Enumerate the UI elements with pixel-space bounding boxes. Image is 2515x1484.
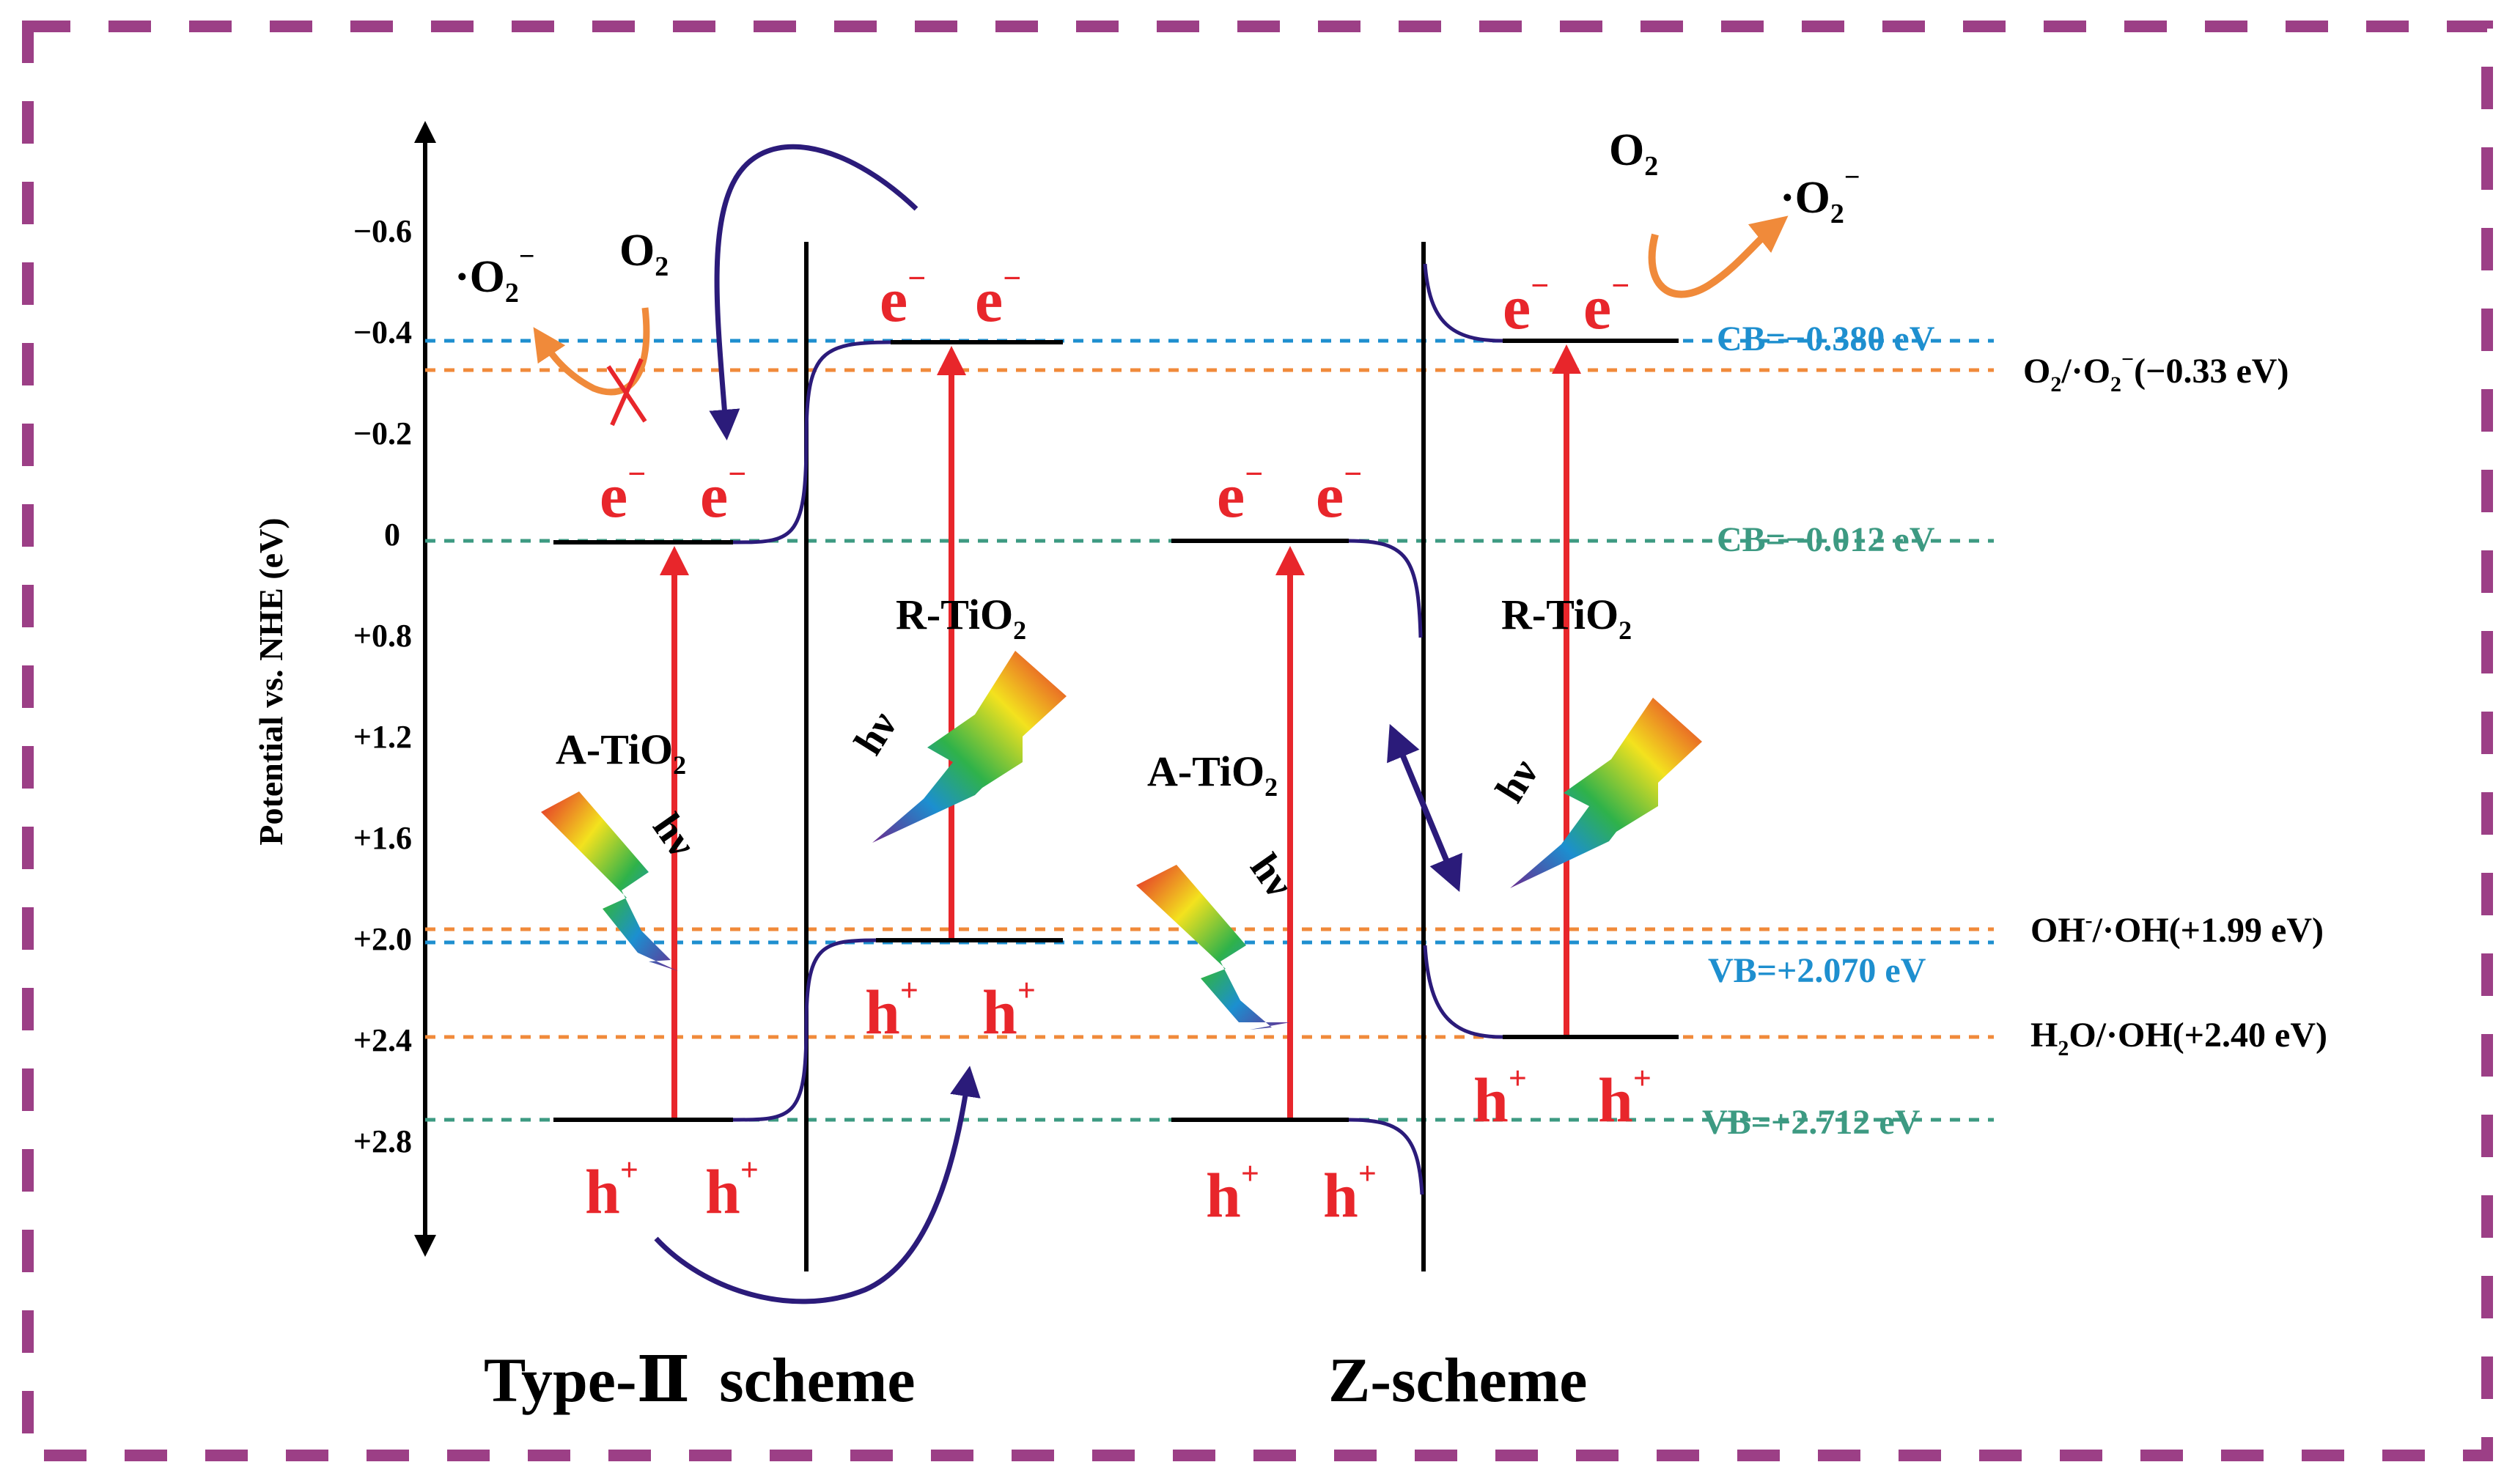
dashed-frame: [22, 21, 2493, 1461]
tick-label: +0.8: [353, 618, 412, 654]
lightning-icon: [1136, 865, 1290, 1030]
h2o-redox-label: H2O/·OH(+2.40 eV): [2030, 1016, 2327, 1060]
axis-label: Potential vs. NHE (eV): [252, 517, 290, 845]
blocked-cross-mark: [606, 365, 647, 423]
hole-label: h+: [1323, 1156, 1377, 1230]
axis-ticks: −0.6 −0.4 −0.2 0 +0.8 +1.2 +1.6 +2.0 +2.…: [353, 213, 412, 1159]
type2-blocked-o2-arrow: [533, 307, 650, 396]
vb-r-label: VB=+2.070 eV: [1708, 951, 1926, 990]
electron-label: e−: [975, 260, 1021, 335]
tick-label: −0.6: [353, 213, 412, 249]
hole-label: h+: [1473, 1060, 1527, 1135]
zscheme-r-cb-bending-curve: [1423, 263, 1503, 343]
type2-superoxide-label: ·O2−: [454, 241, 535, 309]
hole-label: h+: [705, 1152, 759, 1227]
electron-label: e−: [600, 456, 646, 531]
zscheme-o2-reduction-arrow: [1648, 215, 1789, 298]
electron-label: e−: [880, 260, 926, 335]
oh-redox-label: OH-/·OH(+1.99 eV): [2030, 908, 2324, 950]
light-label: hν: [644, 805, 704, 865]
electron-label: e−: [700, 456, 746, 531]
type2-cb-bending-curve: [732, 340, 891, 544]
cb-r-label: CB=−0.380 eV: [1717, 320, 1935, 358]
hole-label: h+: [1598, 1060, 1651, 1135]
zscheme-o2-label: O2: [1609, 125, 1658, 182]
light-label: hν: [846, 704, 906, 762]
zscheme-r-tio2-label: R-TiO2: [1501, 591, 1632, 645]
electron-label: e−: [1217, 456, 1263, 531]
light-label: hν: [1487, 751, 1547, 810]
zscheme-r-vb-bending-curve: [1423, 945, 1503, 1039]
tick-label: +1.2: [353, 719, 412, 755]
type2-r-tio2-label: R-TiO2: [896, 591, 1026, 645]
electron-label: e−: [1583, 267, 1630, 342]
type2-electron-transfer-arrow: [709, 144, 918, 440]
lightning-icon: [1510, 698, 1702, 888]
electron-label: e−: [1503, 267, 1549, 342]
zscheme-title: Z-scheme: [1328, 1345, 1587, 1415]
vb-a-label: VB=+2.712 eV: [1702, 1103, 1921, 1142]
zscheme-a-cb-bending-curve: [1348, 539, 1423, 638]
lightning-icon: [541, 791, 678, 971]
type2-hole-transfer-arrow: [654, 1066, 981, 1304]
tick-label: +1.6: [353, 820, 412, 856]
tick-label: −0.4: [353, 314, 412, 350]
tick-label: +2.8: [353, 1123, 412, 1159]
tick-label: +2.0: [353, 921, 412, 957]
lightning-icon: [872, 651, 1067, 843]
zscheme-a-tio2-label: A-TiO2: [1147, 747, 1278, 802]
hole-label: h+: [982, 972, 1036, 1047]
zscheme-recombination-arrow: [1387, 723, 1462, 893]
type2-vb-bending-curve: [732, 938, 877, 1122]
hole-label: h+: [1206, 1156, 1259, 1230]
hole-label: h+: [585, 1152, 638, 1227]
electron-label: e−: [1316, 456, 1362, 531]
tick-label: +2.4: [353, 1022, 412, 1058]
tick-label: −0.2: [353, 416, 412, 451]
type2-a-tio2-label: A-TiO2: [556, 726, 686, 780]
type2-o2-label: O2: [619, 226, 669, 282]
tick-label: 0: [384, 517, 400, 553]
cb-a-label: CB=−0.012 eV: [1717, 520, 1935, 559]
hole-label: h+: [865, 972, 918, 1047]
zscheme-superoxide-label: ·O2−: [1780, 162, 1860, 229]
zscheme-a-vb-bending-curve: [1348, 1118, 1424, 1195]
o2-redox-label: O2/·O2−(−0.33 eV): [2023, 347, 2288, 396]
